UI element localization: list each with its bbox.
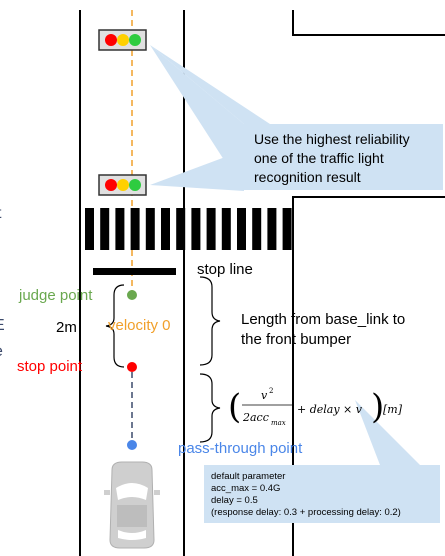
crosswalk-stripe (282, 208, 292, 250)
crosswalk-stripe (85, 208, 94, 250)
traffic-light-top (98, 29, 147, 51)
crosswalk-stripe (221, 208, 231, 250)
crosswalk-stripe (161, 208, 170, 250)
formula-numerator-exp: 2 (269, 387, 273, 395)
callout-line-1: Use the highest reliability (254, 131, 410, 147)
vehicle-icon (104, 461, 160, 549)
pass-through-label: pass-through point (178, 440, 303, 457)
pass-through-point-marker (127, 440, 137, 450)
intersection-bottom-corner (292, 196, 445, 556)
crosswalk-stripe (206, 208, 216, 250)
brace-braking-distance (199, 373, 221, 443)
crosswalk-stripe (237, 208, 246, 250)
params-pointer (355, 400, 420, 465)
brace-2m (105, 284, 125, 368)
crosswalk-stripe (145, 208, 155, 250)
callout-line-3: recognition result (254, 169, 361, 185)
crosswalk-stripe (267, 208, 277, 250)
stop-line-bar (93, 268, 176, 275)
crosswalk (85, 208, 292, 250)
stop-point-label: stop point (17, 358, 83, 375)
params-line-4: (response delay: 0.3 + processing delay:… (211, 507, 401, 518)
formula-unit: [m] (383, 403, 403, 416)
params-box (204, 465, 440, 523)
formula-denominator: 2acc (242, 411, 269, 424)
stop-line-label: stop line (197, 261, 253, 278)
callout-pointer (150, 45, 244, 191)
formula-open-paren: ( (228, 387, 241, 427)
length-label-line-1: Length from base_link to (241, 311, 405, 328)
formula-close-paren: ) (371, 387, 384, 427)
callout-pointer-top (150, 45, 270, 124)
crosswalk-stripe (115, 208, 125, 250)
stop-point-marker (127, 362, 137, 372)
braking-formula: ( v 2 2acc max + delay × v ) [m] (228, 387, 403, 427)
params-line-1: default parameter (211, 471, 285, 482)
crosswalk-stripe (191, 208, 201, 250)
intersection-top-corner (292, 10, 445, 36)
callout-line-2: one of the traffic light (254, 150, 384, 166)
formula-numerator: v (261, 389, 268, 402)
length-label-line-2: the front bumper (241, 331, 351, 348)
traffic-light-bottom (98, 174, 147, 196)
judge-point-label: judge point (18, 287, 93, 304)
edge-fragment-2: E (0, 317, 5, 334)
brace-bumper-length (199, 276, 221, 366)
crosswalk-stripe (130, 208, 140, 250)
edge-fragment-1: t (0, 205, 2, 222)
two-m-label: 2m (56, 319, 77, 336)
params-line-2: acc_max = 0.4G (211, 483, 280, 494)
crosswalk-stripe (176, 208, 186, 250)
crosswalk-stripe (100, 208, 110, 250)
velocity-label: velocity 0 (108, 317, 171, 334)
crosswalk-stripe (252, 208, 262, 250)
params-line-3: delay = 0.5 (211, 495, 258, 506)
judge-point-marker (127, 290, 137, 300)
formula-tail: + delay × v (297, 403, 363, 416)
callout-top-box (244, 124, 443, 190)
formula-denominator-sub: max (271, 419, 286, 427)
edge-fragment-3: e (0, 343, 3, 360)
